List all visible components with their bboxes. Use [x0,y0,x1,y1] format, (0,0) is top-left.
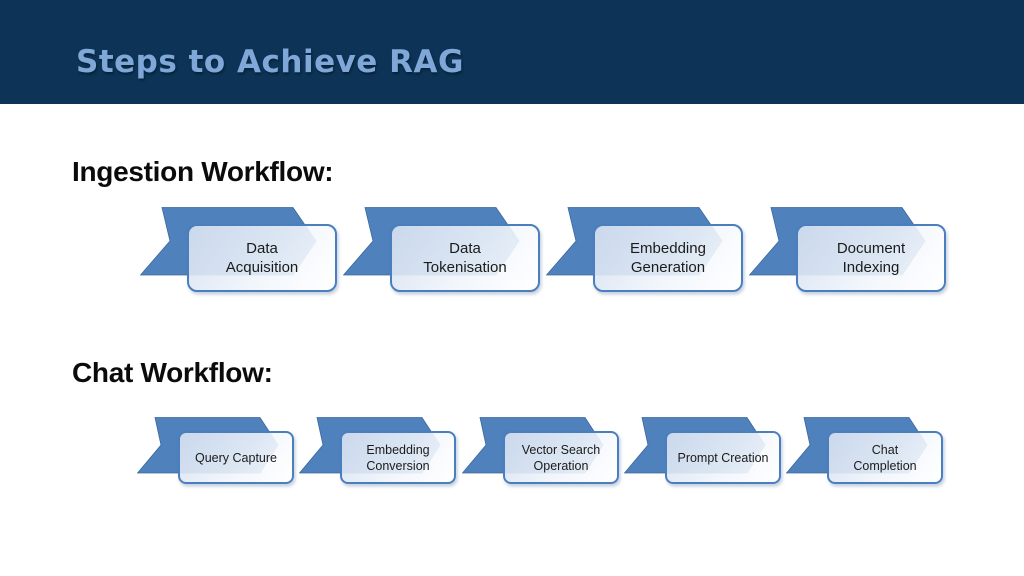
step-label: Embedding Generation [630,240,706,276]
step-box: Embedding Generation [593,224,743,292]
step-label: Prompt Creation [677,450,769,465]
step-label: Document Indexing [836,240,906,276]
step-label: Query Capture [195,450,277,465]
step-label: Data Acquisition [225,240,299,276]
step-vector-search-operation: Vector Search Operation [462,417,624,487]
step-box: Data Tokenisation [390,224,540,292]
step-box: Vector Search Operation [503,431,619,484]
ingestion-workflow-heading: Ingestion Workflow: [72,156,334,187]
step-query-capture: Query Capture [137,417,299,487]
slide-title: Steps to Achieve RAG [76,44,464,80]
step-label: Data Tokenisation [423,240,507,276]
step-label: Vector Search Operation [521,442,601,473]
step-box: Embedding Conversion [340,431,456,484]
step-document-indexing: Document Indexing [749,207,949,299]
step-box: Document Indexing [796,224,946,292]
step-data-tokenisation: Data Tokenisation [343,207,543,299]
step-prompt-creation: Prompt Creation [624,417,786,487]
chat-workflow-heading: Chat Workflow: [72,357,273,388]
step-embedding-generation: Embedding Generation [546,207,746,299]
step-label: Chat Completion [853,442,917,473]
step-box: Query Capture [178,431,294,484]
step-data-acquisition: Data Acquisition [140,207,340,299]
slide-header-band [0,0,1024,104]
step-embedding-conversion: Embedding Conversion [299,417,461,487]
step-box: Prompt Creation [665,431,781,484]
step-chat-completion: Chat Completion [786,417,948,487]
step-label: Embedding Conversion [366,442,430,473]
step-box: Chat Completion [827,431,943,484]
step-box: Data Acquisition [187,224,337,292]
